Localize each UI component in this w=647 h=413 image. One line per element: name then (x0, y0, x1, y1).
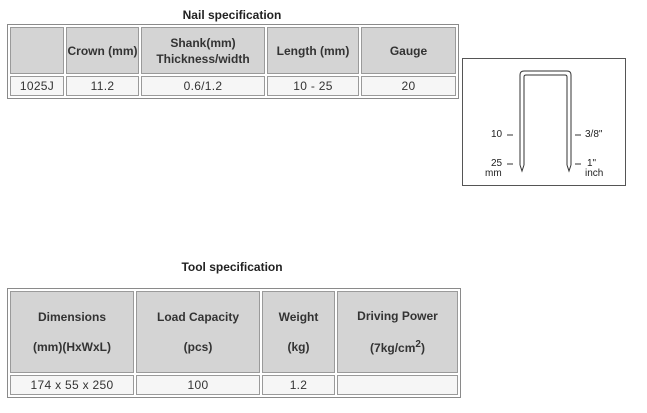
tool-header-load-line1: Load Capacity (156, 310, 240, 324)
diagram-label-mm: mm (485, 168, 502, 179)
nail-header-blank (10, 27, 64, 74)
tool-cell-dimensions: 174 x 55 x 250 (10, 375, 134, 395)
table-row: 1025J 11.2 0.6/1.2 10 - 25 20 (10, 76, 456, 96)
tool-header-power-unit: (7kg/cm (370, 341, 416, 355)
tool-header-weight: Weight (kg) (262, 291, 335, 373)
tool-header-power-line2: (7kg/cm2) (338, 339, 457, 355)
staple-drawing (507, 70, 581, 173)
tool-spec-table: Dimensions (mm)(HxWxL) Load Capacity (pc… (7, 288, 461, 398)
diagram-label-3-8: 3/8" (585, 129, 603, 140)
nail-cell-length: 10 - 25 (267, 76, 359, 96)
tool-header-dimensions: Dimensions (mm)(HxWxL) (10, 291, 134, 373)
diagram-label-1in: 1" (587, 158, 597, 169)
table-row: 174 x 55 x 250 100 1.2 (10, 375, 458, 395)
tool-header-power-sup: 2 (415, 339, 421, 350)
tool-cell-weight: 1.2 (262, 375, 335, 395)
tool-header-power-close: ) (420, 341, 425, 355)
staple-diagram: 10 25 mm 3/8" 1" inch (462, 58, 626, 186)
tool-header-weight-line2: (kg) (287, 340, 310, 354)
tool-header-dimensions-line2: (mm)(HxWxL) (33, 340, 111, 354)
tool-header-row: Dimensions (mm)(HxWxL) Load Capacity (pc… (10, 291, 458, 373)
nail-header-length: Length (mm) (267, 27, 359, 74)
tool-spec-title: Tool specification (181, 260, 283, 274)
nail-cell-model: 1025J (10, 76, 64, 96)
diagram-label-10: 10 (491, 129, 503, 140)
tool-header-dimensions-line1: Dimensions (37, 310, 106, 324)
nail-header-crown: Crown (mm) (66, 27, 139, 74)
tool-header-power: Driving Power (7kg/cm2) (337, 291, 458, 373)
nail-cell-crown: 11.2 (66, 76, 139, 96)
nail-header-gauge: Gauge (361, 27, 456, 74)
tool-header-load: Load Capacity (pcs) (136, 291, 260, 373)
nail-header-shank-line2: Thickness/width (156, 51, 250, 66)
nail-header-row: Crown (mm) Shank(mm) Thickness/width Len… (10, 27, 456, 74)
nail-header-shank-line1: Shank(mm) (170, 35, 236, 50)
nail-cell-shank: 0.6/1.2 (141, 76, 265, 96)
tool-cell-power (337, 375, 458, 395)
tool-header-power-line1: Driving Power (357, 309, 438, 323)
nail-spec-table: Crown (mm) Shank(mm) Thickness/width Len… (7, 24, 459, 99)
nail-cell-gauge: 20 (361, 76, 456, 96)
nail-header-shank: Shank(mm) Thickness/width (141, 27, 265, 74)
diagram-label-inch: inch (585, 168, 604, 179)
tool-header-weight-line1: Weight (278, 310, 319, 324)
tool-header-load-line2: (pcs) (183, 340, 213, 354)
nail-spec-title: Nail specification (182, 8, 282, 22)
tool-cell-load: 100 (136, 375, 260, 395)
diagram-label-25: 25 (491, 158, 503, 169)
